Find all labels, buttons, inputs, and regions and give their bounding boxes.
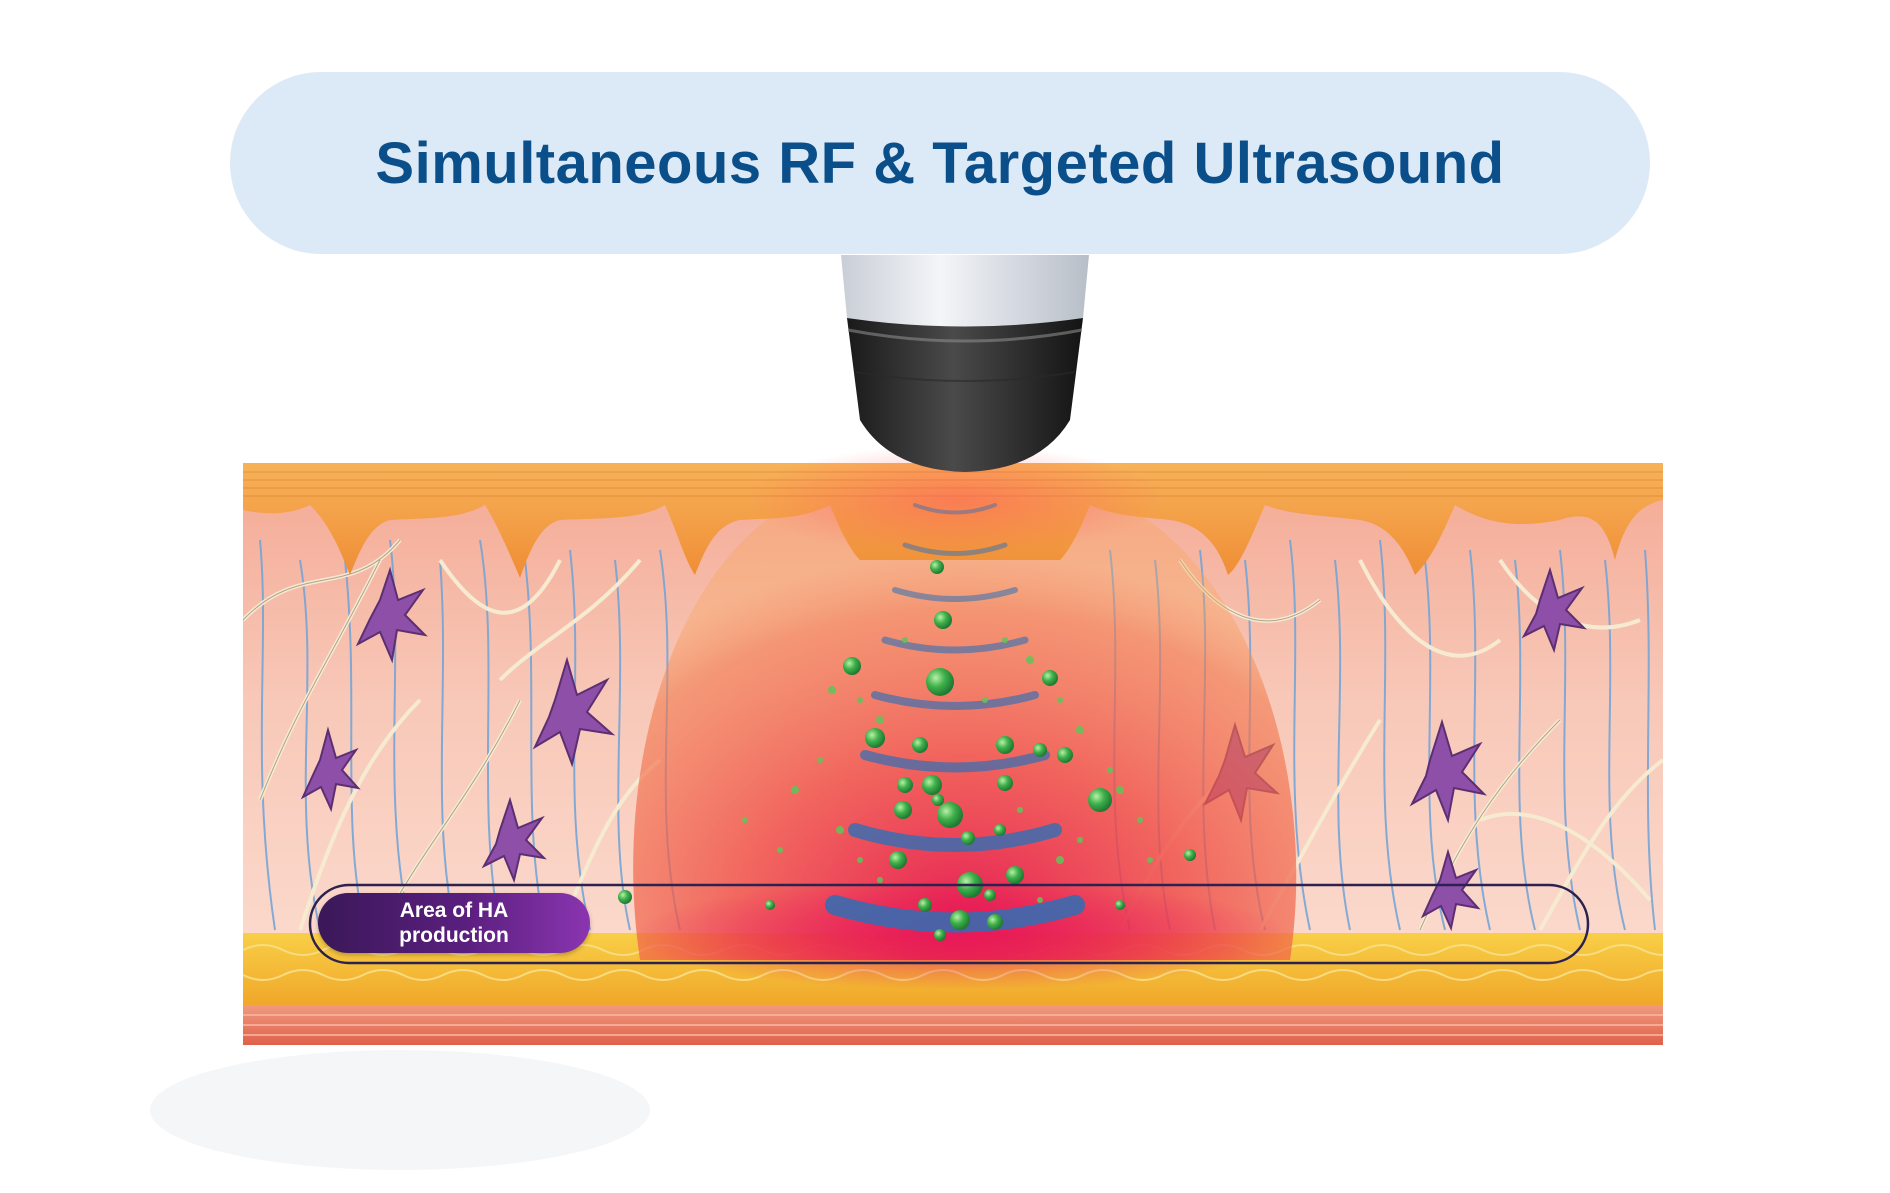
diagram-title: Simultaneous RF & Targeted Ultrasound [375,130,1505,196]
rf-heat-zone [633,471,1297,960]
ha-label-line1: Area of HA [399,899,509,922]
ha-particle-icon [618,560,1196,941]
title-banner: Simultaneous RF & Targeted Ultrasound [230,72,1650,254]
ha-label-line2: production [399,924,509,947]
ha-production-label: Area of HA production [318,893,590,953]
ultrasound-probe-icon [841,255,1089,472]
ha-production-area-outline [308,883,1590,965]
